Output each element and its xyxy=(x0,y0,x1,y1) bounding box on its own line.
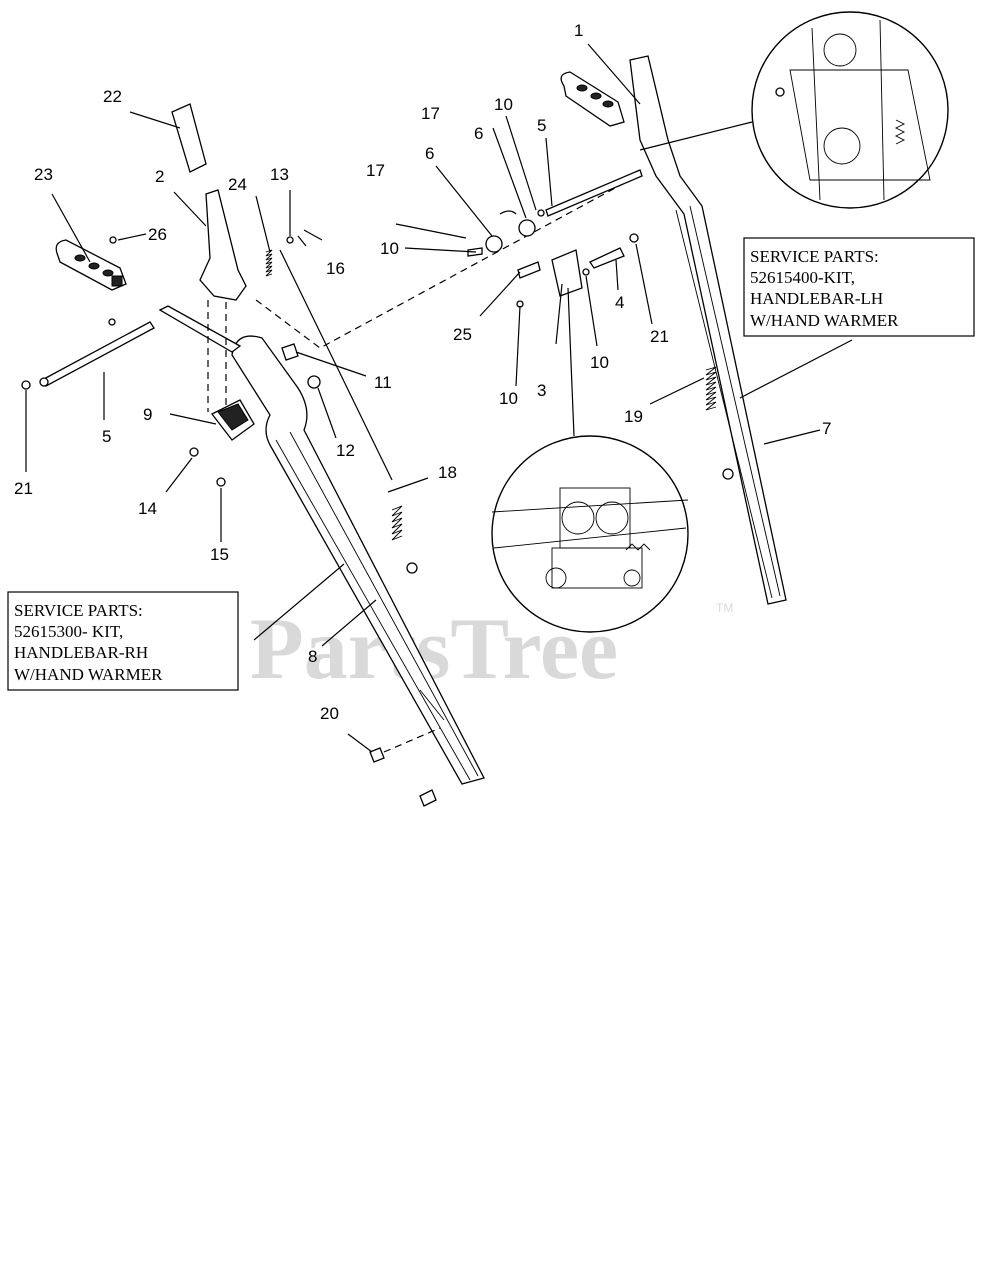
shift-rod-left xyxy=(41,321,155,387)
pin-11 xyxy=(281,343,299,361)
callout-26: 26 xyxy=(148,225,167,244)
callout-5-left: 5 xyxy=(102,427,111,446)
detail-circle-top xyxy=(751,11,949,209)
callout-10-c: 10 xyxy=(499,389,518,408)
detail-circle-mid xyxy=(491,435,689,633)
clip-17-right xyxy=(499,210,517,215)
callout-7: 7 xyxy=(822,419,831,438)
service-box-lh-line4: W/HAND WARMER xyxy=(750,311,899,330)
callout-12: 12 xyxy=(336,441,355,460)
callout-17-left: 17 xyxy=(366,161,385,180)
nut-15 xyxy=(216,477,226,487)
spring-19 xyxy=(705,366,717,411)
callout-16: 16 xyxy=(326,259,345,278)
callout-1: 1 xyxy=(574,21,583,40)
callout-15: 15 xyxy=(210,545,229,564)
service-box-lh-line2: 52615400-KIT, xyxy=(750,268,855,287)
service-box-lh-line3: HANDLEBAR-LH xyxy=(750,289,883,308)
callout-3: 3 xyxy=(537,381,546,400)
service-box-rh-line1: SERVICE PARTS: xyxy=(14,601,143,620)
screw-26 xyxy=(109,236,117,244)
shaft-5-right xyxy=(545,169,643,217)
washer-13 xyxy=(286,236,294,244)
callout-9: 9 xyxy=(143,405,152,424)
handlebar-rh xyxy=(39,305,485,785)
callout-10-d: 10 xyxy=(590,353,609,372)
callout-4: 4 xyxy=(615,293,624,312)
service-box-rh-line4: W/HAND WARMER xyxy=(14,665,163,684)
callout-5-right: 5 xyxy=(537,116,546,135)
service-box-rh-line3: HANDLEBAR-RH xyxy=(14,643,148,662)
callout-11: 11 xyxy=(374,373,392,392)
callout-labels: 1 2 3 4 5 5 6 6 7 8 9 10 10 10 10 11 12 … xyxy=(14,21,831,723)
callout-20: 20 xyxy=(320,704,339,723)
knob-6-left xyxy=(485,235,503,253)
spring-18 xyxy=(391,505,403,541)
callout-leaders xyxy=(25,43,853,753)
callout-2: 2 xyxy=(155,167,164,186)
bracket-2 xyxy=(199,189,247,412)
cable-18 xyxy=(279,249,393,481)
callout-6-right: 6 xyxy=(474,124,483,143)
leader-detail-top xyxy=(639,121,753,151)
bolt-20 xyxy=(369,747,385,763)
hand-grip-1 xyxy=(560,71,625,127)
callout-18: 18 xyxy=(438,463,457,482)
callout-22: 22 xyxy=(103,87,122,106)
ball-12 xyxy=(307,375,321,389)
callout-23: 23 xyxy=(34,165,53,184)
callout-8: 8 xyxy=(308,647,317,666)
nut-21-right xyxy=(629,233,639,243)
callout-10-b: 10 xyxy=(494,95,513,114)
nut-21-left xyxy=(21,380,31,390)
callout-6-left: 6 xyxy=(425,144,434,163)
grip-22 xyxy=(171,103,207,173)
handlebar-lh xyxy=(560,55,787,605)
callout-13: 13 xyxy=(270,165,289,184)
leader-detail-mid xyxy=(567,287,575,437)
shaft-4 xyxy=(589,247,625,269)
service-box-lh: SERVICE PARTS: 52615400-KIT, HANDLEBAR-L… xyxy=(743,237,975,337)
nut-14 xyxy=(189,447,199,457)
callout-14: 14 xyxy=(138,499,157,518)
knob-6-right xyxy=(518,219,536,237)
callout-17-right: 17 xyxy=(421,104,440,123)
hand-grip-23 xyxy=(55,239,127,291)
watermark-trademark: TM xyxy=(716,601,733,615)
service-box-lh-line1: SERVICE PARTS: xyxy=(750,247,879,266)
callout-21-left: 21 xyxy=(14,479,33,498)
callout-21-right: 21 xyxy=(650,327,669,346)
block-9 xyxy=(211,399,255,441)
callout-19: 19 xyxy=(624,407,643,426)
bracket-3 xyxy=(551,249,583,297)
service-box-rh: SERVICE PARTS: 52615300- KIT, HANDLEBAR-… xyxy=(7,591,239,691)
pin-16 xyxy=(297,235,307,247)
service-box-rh-line2: 52615300- KIT, xyxy=(14,622,123,641)
callout-25: 25 xyxy=(453,325,472,344)
spring-25 xyxy=(517,261,541,279)
spring-24 xyxy=(265,249,273,277)
callout-24: 24 xyxy=(228,175,247,194)
callout-10-a: 10 xyxy=(380,239,399,258)
